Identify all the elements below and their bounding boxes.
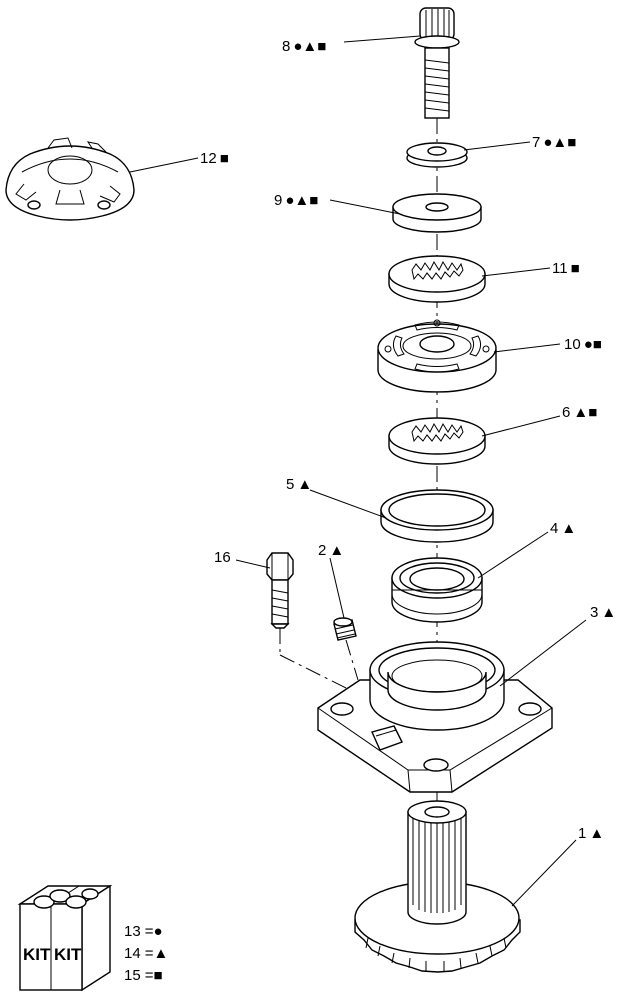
part-12-cover-cap[interactable]	[5, 137, 135, 221]
callout-12: 12■	[200, 150, 229, 167]
part-10-housing[interactable]	[377, 319, 497, 393]
callout-6: 6▲■	[562, 404, 597, 421]
part-8-bolt[interactable]	[414, 7, 460, 119]
leader-12	[129, 157, 199, 173]
leader-10	[493, 343, 561, 353]
callout-3: 3▲	[590, 604, 616, 621]
part-11-splined-ring[interactable]	[388, 255, 486, 303]
leader-6	[481, 415, 561, 437]
leader-3	[499, 619, 587, 687]
callout-9: 9●▲■	[274, 192, 318, 209]
legend-14: 14=▲	[124, 945, 168, 962]
callout-10: 10●■	[564, 336, 602, 353]
leader-9	[329, 199, 401, 215]
leader-8	[343, 35, 421, 43]
leader-4	[477, 531, 549, 579]
leader-5	[309, 489, 387, 519]
part-4-bearing[interactable]	[391, 557, 483, 623]
callout-7: 7●▲■	[532, 134, 576, 151]
part-5-seal-ring[interactable]	[380, 489, 494, 543]
plug2-axis	[345, 639, 359, 681]
legend-15: 15=■	[124, 967, 163, 984]
part-2-plug[interactable]	[333, 617, 357, 641]
part-9-washer[interactable]	[392, 193, 482, 233]
kit-box-icon: KIT KIT	[17, 884, 113, 992]
part-7-washer[interactable]	[406, 142, 468, 168]
leader-7	[463, 141, 531, 151]
callout-8: 8●▲■	[282, 38, 326, 55]
kit-label-left: KIT	[23, 945, 51, 964]
callout-4: 4▲	[550, 520, 576, 537]
kit-label-right: KIT	[54, 945, 82, 964]
legend-13: 13=●	[124, 923, 163, 940]
callout-11: 11■	[552, 260, 580, 277]
part-6-splined-ring[interactable]	[388, 417, 486, 465]
bolt16-path-line	[279, 654, 351, 691]
callout-1: 1▲	[578, 825, 604, 842]
part-16-hex-bolt[interactable]	[266, 552, 294, 629]
leader-16	[235, 559, 271, 569]
part-3-flange-housing[interactable]	[317, 641, 553, 793]
leader-11	[481, 267, 551, 277]
callout-2: 2▲	[318, 542, 344, 559]
part-1-shaft-hub[interactable]	[354, 800, 521, 973]
callout-5: 5▲	[286, 476, 312, 493]
leader-2	[329, 557, 345, 619]
callout-16: 16	[214, 549, 231, 566]
leader-1	[511, 839, 577, 907]
